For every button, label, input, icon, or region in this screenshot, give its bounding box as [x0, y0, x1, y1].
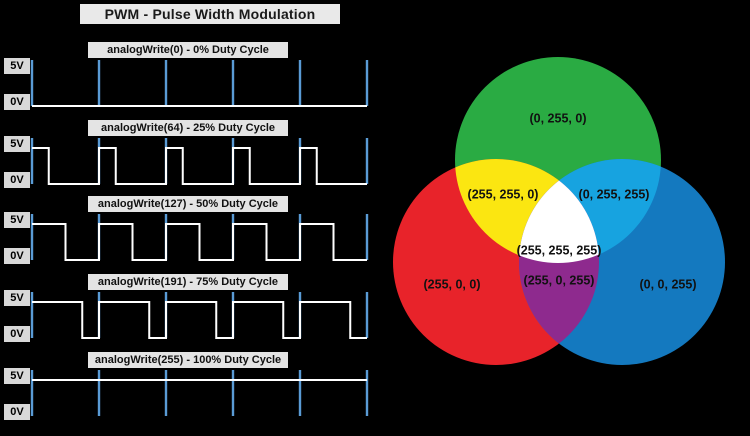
waveform-block-25-percent: analogWrite(64) - 25% Duty Cycle 5V 0V	[0, 120, 380, 198]
venn-label-red: (255, 0, 0)	[424, 277, 481, 291]
waveform-trace-75	[32, 301, 367, 339]
venn-overlap-white-group-a	[519, 159, 599, 263]
axis-label-5v-50: 5V	[4, 212, 30, 228]
waveform-caption-25-percent: analogWrite(64) - 25% Duty Cycle	[88, 120, 288, 136]
waveform-block-100-percent: analogWrite(255) - 100% Duty Cycle 5V 0V	[0, 352, 380, 430]
waveform-block-0-percent: analogWrite(0) - 0% Duty Cycle 5V 0V	[0, 42, 380, 120]
axis-label-5v-100: 5V	[4, 368, 30, 384]
waveform-block-50-percent: analogWrite(127) - 50% Duty Cycle 5V 0V	[0, 196, 380, 274]
venn-label-green: (0, 255, 0)	[530, 111, 587, 125]
period-markers-100	[30, 370, 369, 416]
axis-label-5v-75: 5V	[4, 290, 30, 306]
axis-label-0v-100: 0V	[4, 404, 30, 420]
pwm-title: PWM - Pulse Width Modulation	[80, 4, 340, 24]
waveform-trace-25	[32, 147, 367, 185]
period-markers-0	[30, 60, 369, 106]
venn-label-white: (255, 255, 255)	[517, 243, 602, 257]
waveform-plot-75-percent	[30, 288, 370, 346]
axis-label-5v-25: 5V	[4, 136, 30, 152]
axis-label-5v-0: 5V	[4, 58, 30, 74]
venn-label-blue: (0, 0, 255)	[640, 277, 697, 291]
waveform-caption-50-percent: analogWrite(127) - 50% Duty Cycle	[88, 196, 288, 212]
waveform-plot-0-percent	[30, 56, 370, 114]
waveform-plot-50-percent	[30, 210, 370, 268]
waveform-trace-50	[32, 223, 367, 261]
venn-label-magenta: (255, 0, 255)	[524, 273, 595, 287]
venn-overlap-white	[519, 159, 599, 263]
venn-label-cyan: (0, 255, 255)	[579, 187, 650, 201]
venn-label-yellow: (255, 255, 0)	[468, 187, 539, 201]
waveform-block-75-percent: analogWrite(191) - 75% Duty Cycle 5V 0V	[0, 274, 380, 352]
axis-label-0v-50: 0V	[4, 248, 30, 264]
waveform-caption-100-percent: analogWrite(255) - 100% Duty Cycle	[88, 352, 288, 368]
waveform-caption-0-percent: analogWrite(0) - 0% Duty Cycle	[88, 42, 288, 58]
waveform-plot-100-percent	[30, 366, 370, 424]
axis-label-0v-25: 0V	[4, 172, 30, 188]
axis-label-0v-0: 0V	[4, 94, 30, 110]
rgb-venn-panel: (0, 255, 0) (255, 0, 0) (0, 0, 255) (255…	[380, 0, 750, 436]
waveform-caption-75-percent: analogWrite(191) - 75% Duty Cycle	[88, 274, 288, 290]
venn-overlap-white-group-b	[519, 159, 599, 263]
waveform-plot-25-percent	[30, 134, 370, 192]
axis-label-0v-75: 0V	[4, 326, 30, 342]
pwm-diagram-panel: PWM - Pulse Width Modulation analogWrite…	[0, 4, 380, 430]
